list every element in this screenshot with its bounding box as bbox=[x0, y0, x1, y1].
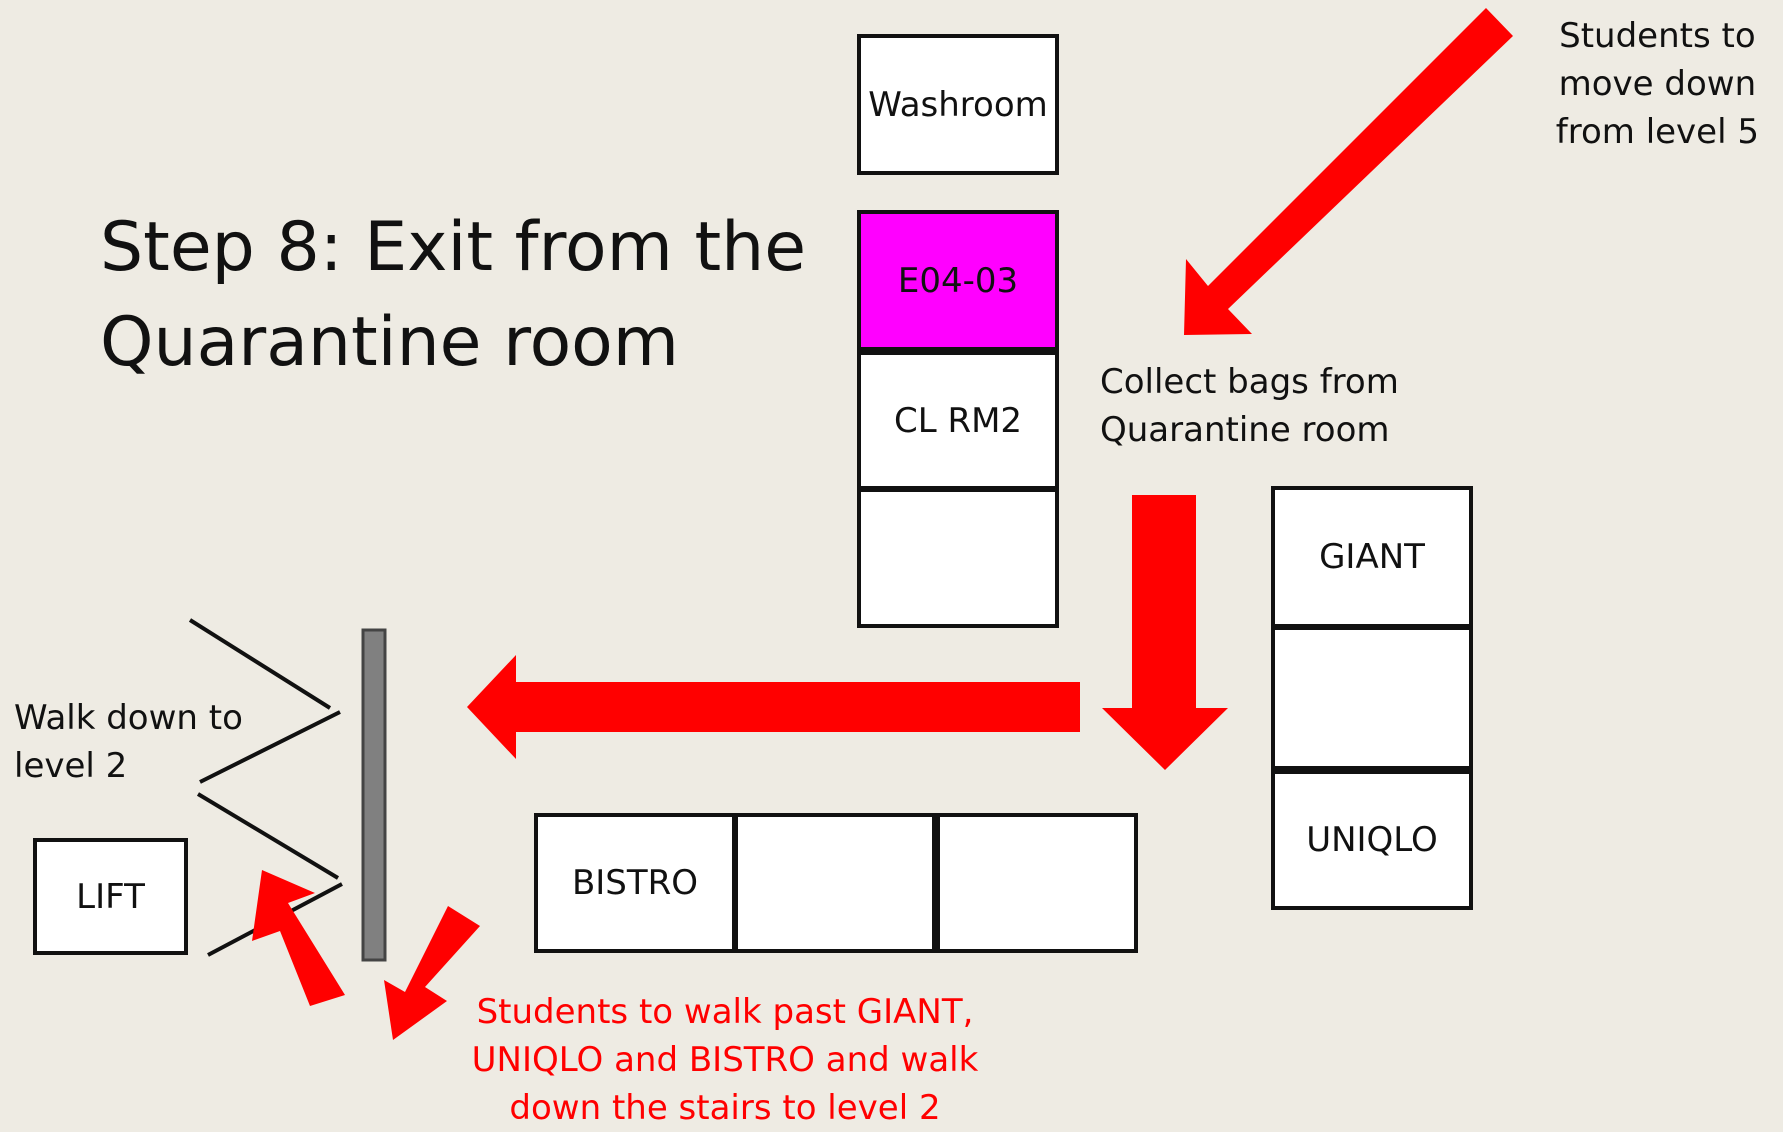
room-bistro: BISTRO bbox=[534, 813, 736, 953]
room-label: BISTRO bbox=[571, 863, 699, 903]
arrow-icon bbox=[252, 870, 345, 1006]
room-label: E04-03 bbox=[897, 260, 1019, 301]
room-label: GIANT bbox=[1319, 537, 1425, 577]
title-line-2: Quarantine room bbox=[100, 303, 680, 382]
note-collect-bags: Collect bags from Quarantine room bbox=[1100, 358, 1399, 454]
arrow-icon bbox=[1102, 495, 1228, 770]
room-empty bbox=[734, 813, 936, 953]
note-line: Collect bags from bbox=[1100, 362, 1399, 402]
room-lift: LIFT bbox=[33, 838, 188, 955]
room-label: CL RM2 bbox=[893, 400, 1023, 441]
note-line: move down bbox=[1558, 64, 1757, 104]
room-empty bbox=[857, 488, 1059, 628]
note-line: UNIQLO and BISTRO and walk bbox=[471, 1040, 979, 1080]
note-line: Students to walk past GIANT, bbox=[476, 992, 974, 1032]
room-washroom: Washroom bbox=[857, 34, 1059, 175]
arrow-icon bbox=[1184, 8, 1513, 335]
room-cl-rm2: CL RM2 bbox=[857, 351, 1059, 490]
room-label: UNIQLO bbox=[1306, 820, 1438, 860]
note-line: level 2 bbox=[14, 746, 128, 786]
room-label: LIFT bbox=[76, 876, 145, 917]
arrow-icon bbox=[384, 906, 480, 1040]
arrow-icon bbox=[467, 655, 1080, 759]
note-line: Walk down to bbox=[14, 698, 243, 738]
stairs-icon bbox=[188, 618, 343, 957]
room-empty bbox=[936, 813, 1138, 953]
note-line: from level 5 bbox=[1555, 112, 1759, 152]
room-uniqlo: UNIQLO bbox=[1271, 770, 1473, 910]
note-line: down the stairs to level 2 bbox=[509, 1088, 941, 1128]
note-instructions: Students to walk past GIANT, UNIQLO and … bbox=[450, 988, 1000, 1132]
room-giant: GIANT bbox=[1271, 486, 1473, 628]
room-label: Washroom bbox=[868, 84, 1048, 125]
title-line-1: Step 8: Exit from the bbox=[100, 208, 807, 287]
note-walk-down: Walk down to level 2 bbox=[14, 694, 243, 790]
note-line: Students to bbox=[1559, 16, 1756, 56]
note-level5: Students to move down from level 5 bbox=[1556, 12, 1759, 156]
note-line: Quarantine room bbox=[1100, 410, 1390, 450]
room-empty bbox=[1271, 626, 1473, 770]
wall-icon bbox=[361, 628, 387, 962]
page-title: Step 8: Exit from the Quarantine room bbox=[100, 200, 806, 390]
room-e04-03: E04-03 bbox=[857, 210, 1059, 351]
